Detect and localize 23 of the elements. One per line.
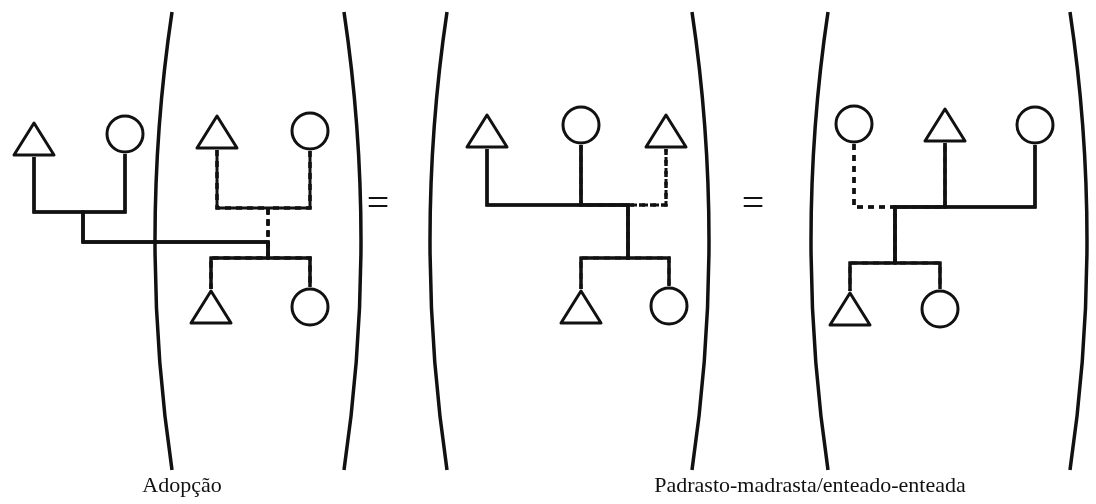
dashed-kinship-line bbox=[626, 149, 671, 286]
male-triangle bbox=[923, 107, 967, 143]
male-triangle bbox=[465, 113, 509, 149]
caption-text: Padrasto-madrasta/enteado-enteada bbox=[654, 474, 966, 496]
male-triangle bbox=[12, 121, 56, 157]
female-circle bbox=[561, 105, 601, 145]
equals-sign: = bbox=[366, 183, 390, 223]
female-circle bbox=[290, 111, 330, 151]
kinship-line bbox=[81, 154, 312, 287]
female-circle bbox=[1015, 105, 1055, 145]
female-circle bbox=[649, 286, 689, 326]
female-circle bbox=[105, 114, 145, 154]
male-triangle bbox=[189, 289, 233, 325]
female-circle bbox=[920, 289, 960, 329]
kinship-line bbox=[893, 145, 1037, 289]
male-triangle bbox=[644, 113, 688, 149]
male-triangle bbox=[828, 291, 872, 327]
equals-sign: = bbox=[741, 183, 765, 223]
male-triangle bbox=[195, 114, 239, 150]
female-circle bbox=[290, 287, 330, 327]
caption-text: Adopção bbox=[142, 474, 222, 496]
female-circle bbox=[834, 104, 874, 144]
male-triangle bbox=[559, 289, 603, 325]
